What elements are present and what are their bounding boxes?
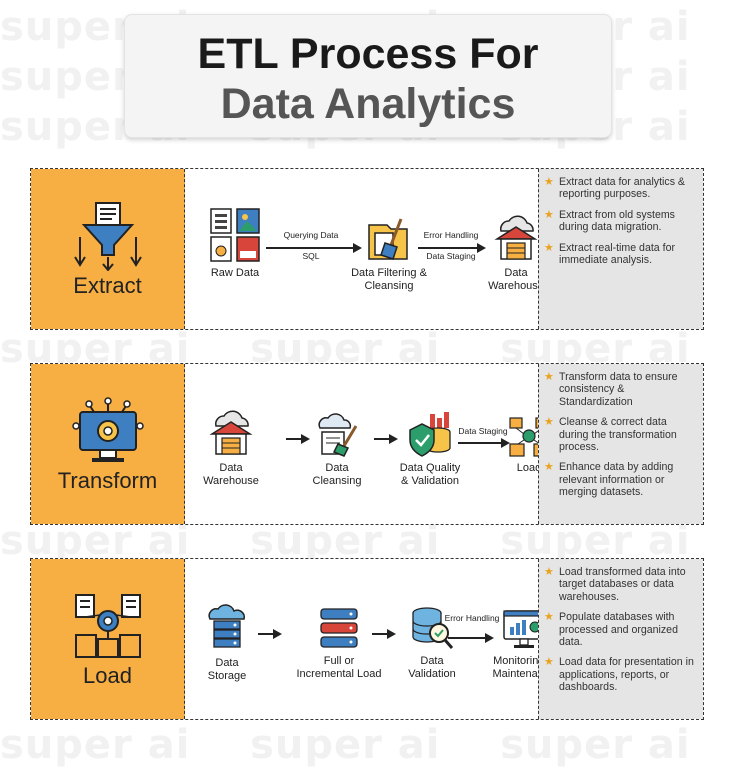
files-icon <box>210 208 260 262</box>
load-notes: ★Load transformed data into target datab… <box>538 559 703 719</box>
node-label: Data Quality & Validation <box>399 462 461 487</box>
node-raw-data: Raw Data <box>202 207 268 280</box>
node-label: Load <box>516 462 542 474</box>
star-icon: ★ <box>544 241 554 254</box>
node-label: Data Storage <box>207 657 247 682</box>
transform-notes: ★Transform data to ensure consistency & … <box>538 364 703 524</box>
flow-arrow <box>286 434 310 444</box>
node-data-warehouse: Data Warehouse <box>480 213 552 293</box>
funnel-document-icon <box>74 202 142 271</box>
node-label: Data Warehouse <box>488 267 544 292</box>
arrow-label: Data Staging <box>426 251 476 261</box>
star-icon: ★ <box>544 611 554 624</box>
node-label: Data Validation <box>408 655 456 680</box>
extract-flow: Raw Data Querying Data SQL Data Filterin… <box>186 169 544 329</box>
note-item: ★Load transformed data into target datab… <box>544 566 686 603</box>
arrow-label: Data Staging <box>458 426 508 436</box>
extract-stage-panel: Extract <box>31 169 185 329</box>
stage-label-transform: Transform <box>57 468 158 493</box>
load-flow: Data Storage Full or Incremental Load <box>186 559 556 719</box>
node-label: Full or Incremental Load <box>296 655 382 680</box>
note-item: ★Extract from old systems during data mi… <box>544 208 675 234</box>
star-icon: ★ <box>544 371 554 383</box>
database-search-icon <box>412 607 454 649</box>
note-item: ★Cleanse & correct data during the trans… <box>544 416 677 454</box>
star-icon: ★ <box>544 656 554 669</box>
filter-broom-icon <box>368 218 408 260</box>
note-item: ★Extract data for analytics & reporting … <box>544 176 686 201</box>
node-full-incremental: Full or Incremental Load <box>286 607 392 681</box>
star-icon: ★ <box>544 208 554 221</box>
node-label: Data Warehouse <box>203 462 259 487</box>
transform-flow: Data Warehouse Data Cleansing Data Q <box>186 364 549 524</box>
flow-arrow <box>372 629 396 639</box>
monitor-gear-icon <box>72 397 144 462</box>
node-label: Data Cleansing <box>312 462 362 487</box>
watermark: super ai super ai super ai <box>0 518 691 564</box>
server-network-icon <box>75 594 141 658</box>
page-subtitle: Data Analytics <box>220 80 516 128</box>
note-item: ★Extract real-time data for immediate an… <box>544 241 675 267</box>
transform-stage-panel: Transform <box>31 364 185 524</box>
arrow-label: Error Handling <box>423 230 479 240</box>
stage-label-load: Load <box>83 663 132 688</box>
title-card: ETL Process For Data Analytics <box>124 14 612 138</box>
monitor-chart-icon <box>503 610 545 648</box>
arrow-label: SQL <box>302 251 320 261</box>
cloud-broom-icon <box>318 413 358 457</box>
note-item: ★Populate databases with processed and o… <box>544 611 678 649</box>
cloud-warehouse-icon <box>209 410 253 455</box>
star-icon: ★ <box>544 176 554 188</box>
arrow-label: Error Handling <box>444 613 500 623</box>
cloud-server-icon <box>208 604 245 648</box>
star-icon: ★ <box>544 461 554 474</box>
page-title: ETL Process For <box>197 30 539 78</box>
stage-label-extract: Extract <box>73 273 142 298</box>
extract-notes: ★Extract data for analytics & reporting … <box>538 169 703 329</box>
extract-section: Extract Raw Data Querying Data SQL <box>30 168 704 330</box>
node-data-filtering: Data Filtering & Cleansing <box>336 215 442 293</box>
arrow-label: Querying Data <box>283 230 339 240</box>
node-data-validation: Data Validation <box>400 605 464 681</box>
note-item: ★Transform data to ensure consistency & … <box>544 371 678 408</box>
flow-arrow <box>266 243 362 253</box>
star-icon: ★ <box>544 566 554 578</box>
flow-arrow <box>418 243 486 253</box>
database-stack-icon <box>320 608 358 648</box>
flow-arrow <box>258 629 282 639</box>
node-label: Data Filtering & Cleansing <box>351 267 427 292</box>
flow-arrow <box>374 434 398 444</box>
node-data-cleansing: Data Cleansing <box>304 412 370 488</box>
node-label: Raw Data <box>210 267 260 279</box>
transform-section: Transform Data Warehouse Data Cleansing <box>30 363 704 525</box>
load-stage-panel: Load <box>31 559 185 719</box>
note-item: ★Enhance data by adding relevant informa… <box>544 461 674 499</box>
flow-arrow <box>448 633 494 643</box>
node-data-storage: Data Storage <box>202 603 252 683</box>
shield-database-icon <box>409 412 451 457</box>
star-icon: ★ <box>544 416 554 429</box>
cloud-warehouse-icon <box>494 215 538 260</box>
note-item: ★Load data for presentation in applicati… <box>544 656 694 694</box>
flow-arrow <box>458 438 510 448</box>
node-data-quality: Data Quality & Validation <box>386 410 474 488</box>
load-section: Load Data Storage Full or Incremental Lo… <box>30 558 704 720</box>
watermark: super ai super ai super ai <box>0 722 691 768</box>
node-data-warehouse: Data Warehouse <box>196 408 266 488</box>
